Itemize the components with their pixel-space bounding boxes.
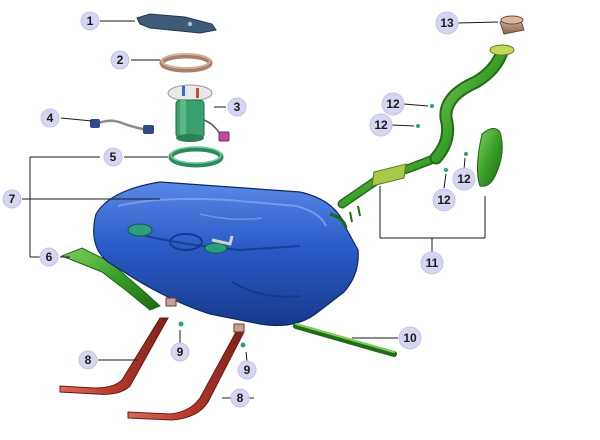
callout-12-c: 12 [432, 188, 456, 212]
part-heat-shield [60, 247, 161, 311]
part-fasteners [178, 321, 246, 348]
leader-lines [22, 20, 499, 399]
svg-text:12: 12 [386, 97, 400, 111]
callout-8-lower: 8 [230, 388, 250, 408]
svg-text:3: 3 [234, 100, 241, 114]
callout-12-d: 12 [452, 167, 476, 191]
callout-7: 7 [2, 189, 22, 209]
part-tank-strap-1 [59, 297, 177, 395]
part-vent-line [293, 323, 397, 357]
part-fuel-pump-module [167, 84, 230, 142]
part-seal-ring [168, 146, 224, 168]
svg-text:5: 5 [110, 150, 117, 164]
svg-text:13: 13 [440, 16, 454, 30]
callout-13: 13 [435, 11, 459, 35]
part-fuel-cap [499, 15, 525, 35]
svg-text:6: 6 [46, 250, 53, 264]
callout-3: 3 [227, 97, 247, 117]
svg-text:9: 9 [177, 345, 184, 359]
part-tank-strap-2 [127, 323, 245, 421]
callout-9-right: 9 [237, 360, 257, 380]
svg-text:8: 8 [237, 391, 244, 405]
part-lock-ring [159, 53, 213, 73]
part-filler-pipe [337, 44, 515, 223]
svg-text:12: 12 [437, 193, 451, 207]
callout-2: 2 [110, 50, 130, 70]
part-wiring-harness [90, 119, 154, 134]
callout-12-a: 12 [381, 92, 405, 116]
svg-text:12: 12 [374, 118, 388, 132]
callout-10: 10 [398, 326, 422, 350]
callout-4: 4 [40, 108, 60, 128]
callout-11: 11 [420, 251, 444, 275]
svg-text:11: 11 [426, 256, 439, 270]
svg-text:2: 2 [117, 53, 124, 67]
svg-text:7: 7 [9, 192, 16, 206]
part-clips [416, 104, 468, 172]
part-fuel-tank [93, 181, 359, 327]
svg-text:8: 8 [85, 353, 92, 367]
callout-8-upper: 8 [78, 350, 98, 370]
svg-text:12: 12 [457, 172, 471, 186]
callout-6: 6 [39, 247, 59, 267]
callout-9-left: 9 [170, 342, 190, 362]
callout-5: 5 [103, 147, 123, 167]
part-cover-plate [136, 13, 217, 34]
svg-text:10: 10 [403, 331, 417, 345]
callout-12-b: 12 [369, 113, 393, 137]
callout-1: 1 [80, 11, 100, 31]
svg-text:9: 9 [244, 363, 251, 377]
svg-text:1: 1 [87, 14, 94, 28]
svg-text:4: 4 [47, 111, 54, 125]
